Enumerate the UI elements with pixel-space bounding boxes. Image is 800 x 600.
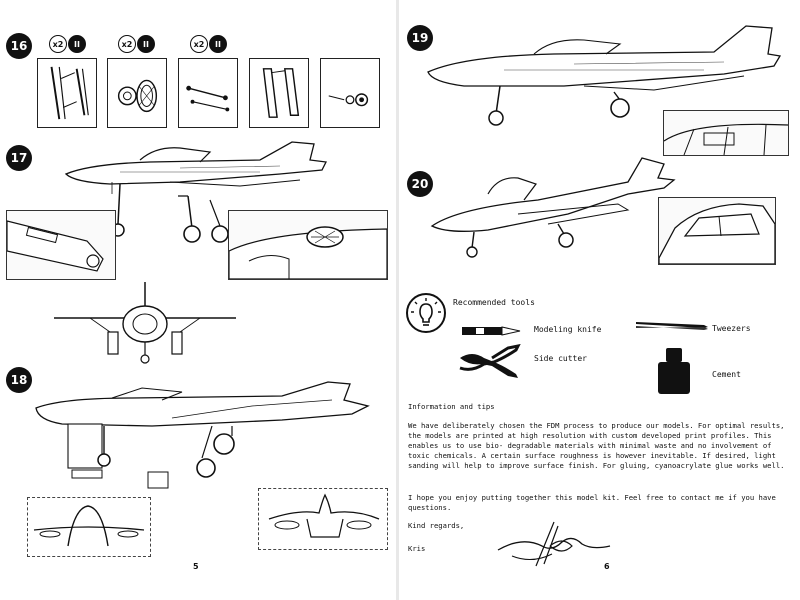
step-19-badge: 19	[407, 25, 433, 51]
quantity-multiplier: x2	[190, 35, 208, 53]
part-box-small-wheel	[320, 58, 380, 128]
step-18-aircraft-underside-view	[32, 378, 372, 498]
tool-label-modeling-knife: Modeling knife	[534, 325, 602, 334]
author-name: Kris	[408, 544, 426, 553]
tool-label-side-cutter: Side cutter	[534, 354, 587, 363]
step-18-detail-inset-left	[27, 497, 151, 557]
step-17-badge: 17	[6, 145, 32, 171]
info-paragraph-1: We have deliberately chosen the FDM proc…	[408, 421, 785, 470]
info-paragraph-2: I hope you enjoy putting together this m…	[408, 493, 776, 512]
info-heading: Information and tips	[408, 402, 495, 411]
landing-strut-part-illustration	[50, 66, 89, 120]
page-gutter	[396, 0, 399, 600]
part-box-axle	[178, 58, 238, 128]
step-20-canopy-detail-inset	[658, 197, 776, 265]
left-page: 16 x2 II x2 II x2 II	[0, 0, 395, 600]
axle-part-illustration	[186, 85, 230, 112]
quantity-glyph: II	[68, 35, 86, 53]
page-number-left: 5	[193, 562, 199, 571]
step-17-aircraft-front-view	[50, 282, 240, 366]
wheel-part-illustration	[117, 79, 158, 113]
quantity-glyph: II	[137, 35, 155, 53]
page-number-right: 6	[604, 562, 610, 571]
step-20-badge: 20	[407, 171, 433, 197]
modeling-knife-icon	[460, 324, 522, 338]
tool-label-cement: Cement	[712, 370, 741, 379]
quantity-multiplier: x2	[118, 35, 136, 53]
part-box-wheel	[107, 58, 167, 128]
quantity-badge-1: x2 II	[49, 35, 86, 53]
step-19-aircraft-side-view	[424, 20, 784, 132]
step-20-aircraft-view	[428, 154, 678, 258]
quantity-multiplier: x2	[49, 35, 67, 53]
closing-line: Kind regards,	[408, 521, 465, 530]
small-wheel-part-illustration	[328, 93, 369, 107]
step-19-detail-inset	[663, 110, 789, 156]
quantity-glyph: II	[209, 35, 227, 53]
recommended-tools-heading: Recommended tools	[453, 298, 535, 307]
right-page: 19 20	[400, 0, 800, 600]
signature-icon	[492, 516, 614, 572]
tool-label-tweezers: Tweezers	[712, 324, 751, 333]
side-cutter-icon	[458, 344, 522, 380]
quantity-badge-2: x2 II	[118, 35, 155, 53]
bay-door-part-illustration	[262, 68, 300, 118]
part-box-bay-door	[249, 58, 309, 128]
tweezers-icon	[634, 319, 710, 333]
quantity-badge-3: x2 II	[190, 35, 227, 53]
step-18-detail-inset-right	[258, 488, 388, 550]
lightbulb-icon	[405, 292, 447, 334]
cement-bottle-icon	[656, 346, 692, 396]
step-18-badge: 18	[6, 367, 32, 393]
step-16-badge: 16	[6, 33, 32, 59]
step-17-detail-inset-right	[228, 210, 388, 280]
step-17-detail-inset-left	[6, 210, 116, 280]
part-box-strut	[37, 58, 97, 128]
